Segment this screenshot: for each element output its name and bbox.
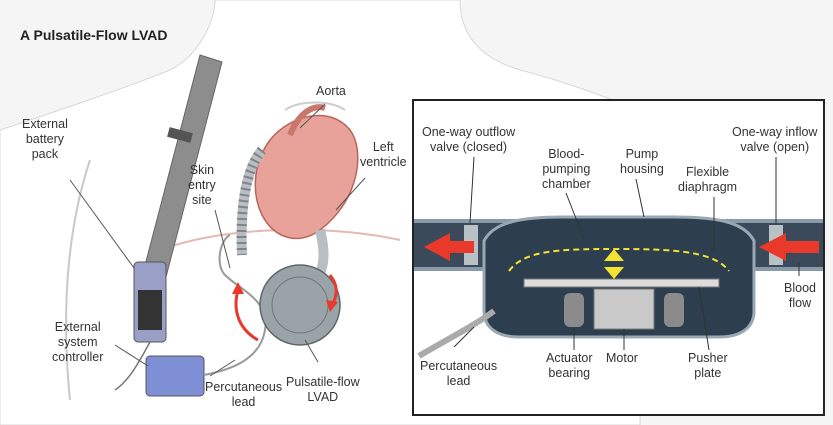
figure-title: A Pulsatile-Flow LVAD xyxy=(20,27,168,43)
label-battery-pack: External battery pack xyxy=(22,117,68,162)
system-controller xyxy=(146,356,204,396)
actuator-bearing-left xyxy=(564,293,584,327)
label-skin-entry-site: Skin entry site xyxy=(188,163,216,208)
label-pusher-plate: Pusher plate xyxy=(688,351,728,381)
motor xyxy=(594,289,654,329)
label-pump-housing: Pump housing xyxy=(620,147,664,177)
label-outflow-valve: One-way outflow valve (closed) xyxy=(422,125,515,155)
label-motor: Motor xyxy=(606,351,638,366)
label-pulsatile-flow-lvad: Pulsatile-flow LVAD xyxy=(286,375,360,405)
actuator-bearing-right xyxy=(664,293,684,327)
label-system-controller: External system controller xyxy=(52,320,103,365)
battery-holster xyxy=(138,290,162,330)
label-percutaneous-lead: Percutaneous lead xyxy=(205,380,282,410)
leader-outflow-valve xyxy=(470,157,474,223)
leader-housing xyxy=(636,179,644,217)
label-inset-percutaneous-lead: Percutaneous lead xyxy=(420,359,497,389)
label-actuator-bearing: Actuator bearing xyxy=(546,351,593,381)
pusher-plate xyxy=(524,279,719,287)
label-inflow-valve: One-way inflow valve (open) xyxy=(732,125,817,155)
inset-percutaneous-lead xyxy=(419,311,494,356)
label-flexible-diaphragm: Flexible diaphragm xyxy=(678,165,737,195)
label-left-ventricle: Left ventricle xyxy=(360,140,407,170)
label-blood-pumping-chamber: Blood- pumping chamber xyxy=(542,147,591,192)
pump-cross-section-inset: One-way outflow valve (closed) Blood- pu… xyxy=(412,99,825,416)
label-aorta: Aorta xyxy=(316,84,346,99)
label-blood-flow: Blood flow xyxy=(784,281,816,311)
